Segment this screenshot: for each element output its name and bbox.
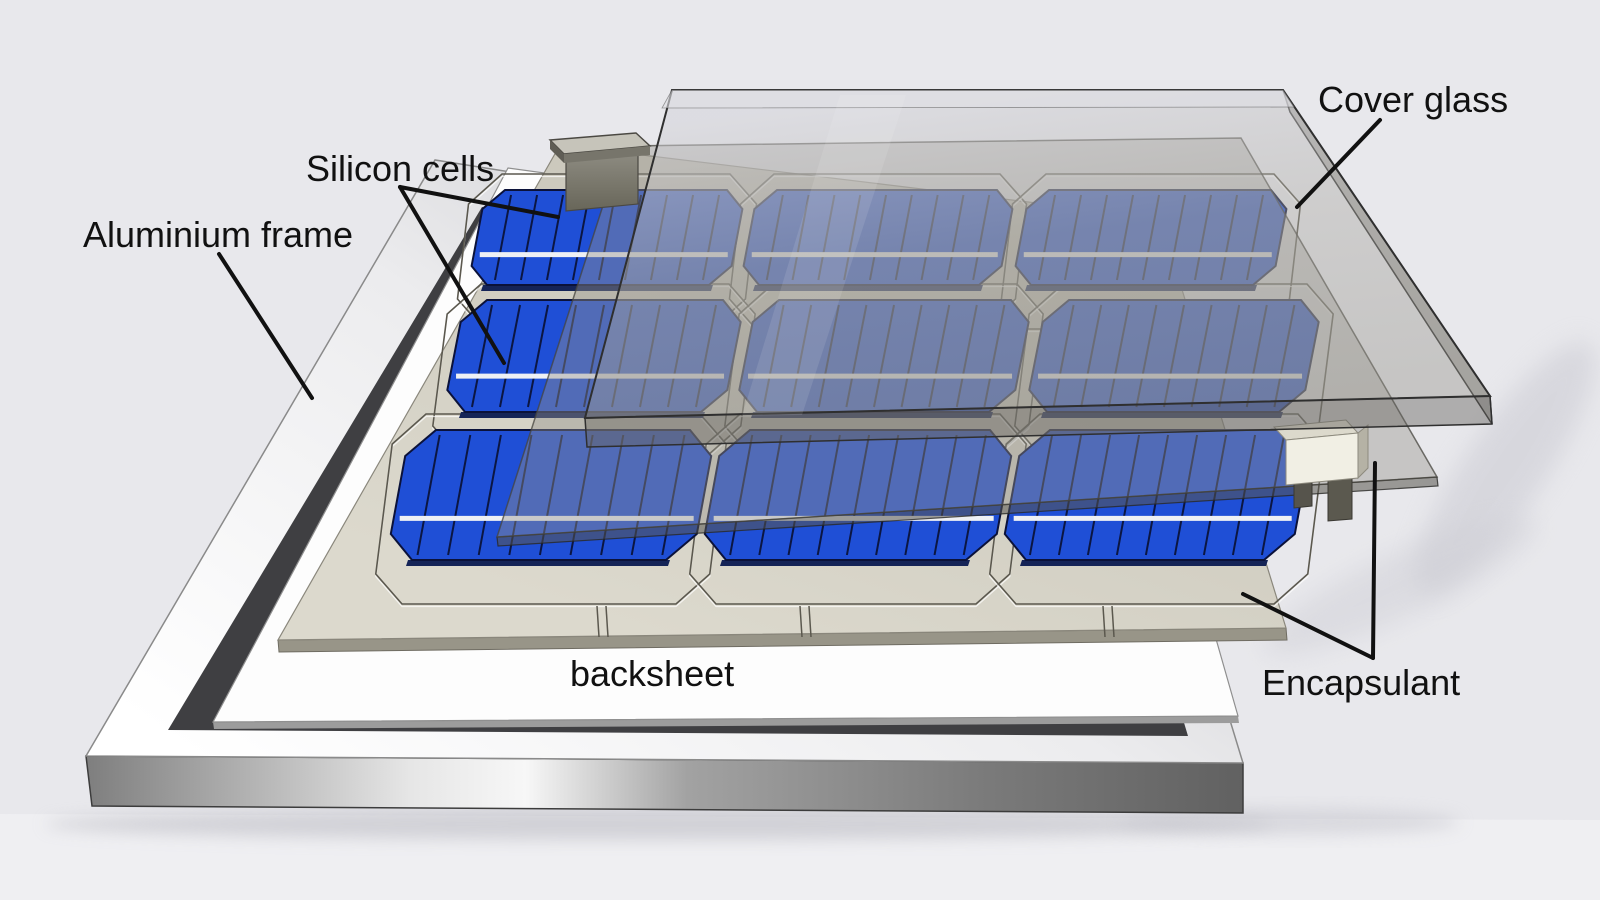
leader-cover-glass (1295, 118, 1382, 209)
label-silicon-cells: Silicon cells (306, 148, 494, 189)
cover-glass-layer (583, 89, 1493, 448)
label-aluminium-frame: Aluminium frame (83, 214, 353, 255)
groove-connector (596, 605, 600, 638)
leader-silicon-cells-2 (398, 185, 506, 365)
junction-box-lid-edge (564, 146, 650, 163)
groove-connector (808, 605, 812, 638)
backsheet-edge (213, 716, 1239, 729)
groove-connector (1102, 605, 1106, 638)
leader-aluminium-frame (217, 252, 314, 400)
leader-encapsulant-upper (1371, 461, 1377, 660)
leader-silicon-cells-1 (398, 185, 560, 219)
silicon-cell (389, 429, 713, 566)
groove-connector (1111, 605, 1115, 638)
leader-encapsulant-lower (1241, 592, 1375, 660)
box-front (1285, 432, 1359, 486)
shadows (45, 341, 1596, 840)
glass-back-bevel (661, 89, 1295, 109)
groove-connector (605, 605, 609, 638)
box-side (1357, 423, 1369, 480)
glass-reflection (742, 95, 906, 416)
label-backsheet: backsheet (570, 653, 734, 694)
junction-box-lid-edge (550, 140, 564, 163)
junction-box (548, 132, 652, 212)
groove-connector (799, 605, 803, 638)
annotations: Cover glass Silicon cells Aluminium fram… (83, 79, 1508, 703)
label-cover-glass: Cover glass (1318, 79, 1508, 120)
label-encapsulant: Encapsulant (1262, 662, 1460, 703)
frame-front-face (85, 755, 1244, 814)
rear-junction-box (1272, 419, 1369, 522)
